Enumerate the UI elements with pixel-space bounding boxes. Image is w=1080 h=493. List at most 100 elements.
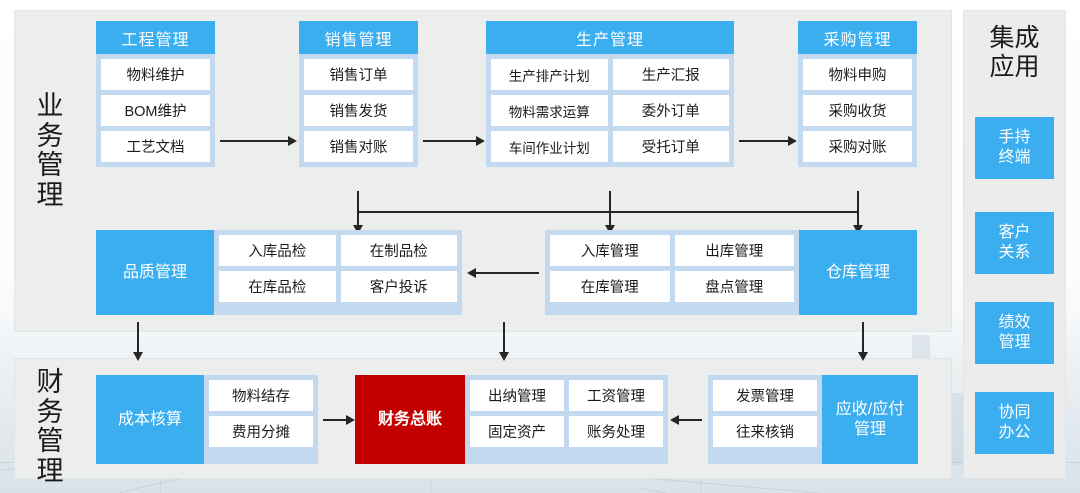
app-button-line: 协同 [998, 404, 1031, 421]
label-char: 业 [36, 91, 64, 121]
arrowhead-engineering-to-sales [288, 136, 297, 146]
arrowhead-production-to-purchasing [788, 136, 797, 146]
app-button-line: 办公 [998, 424, 1031, 441]
module-general-ledger[interactable]: 财务总账 出纳管理 固定资产 工资管理 账务处理 [355, 375, 668, 464]
connector-sales-to-production [423, 140, 477, 142]
app-button-handheld-terminal[interactable]: 手持 终端 [975, 117, 1054, 179]
arrowhead-cost-to-ledger [346, 415, 355, 425]
bus-out-quality [357, 211, 359, 227]
module-title: 应收/应付 管理 [822, 375, 918, 464]
module-item[interactable]: 在制品检 [340, 235, 457, 266]
module-item[interactable]: 受托订单 [612, 131, 729, 162]
label-char: 理 [36, 456, 64, 487]
module-item[interactable]: 采购收货 [803, 95, 912, 126]
section-label-business: 业 务 管 理 [28, 91, 72, 211]
module-item[interactable]: 往来核销 [713, 416, 817, 447]
app-button-line: 管理 [998, 334, 1031, 351]
module-item[interactable]: 盘点管理 [674, 271, 794, 302]
module-item[interactable]: 销售对账 [304, 131, 413, 162]
module-title: 品质管理 [96, 230, 214, 315]
module-cost-accounting[interactable]: 成本核算 物料结存 费用分摊 [96, 375, 318, 464]
connector-production-to-purchasing [739, 140, 789, 142]
module-item[interactable]: 工资管理 [569, 380, 663, 411]
apps-title-line: 应用 [989, 52, 1040, 81]
module-item[interactable]: 账务处理 [569, 416, 663, 447]
module-item[interactable]: 销售发货 [304, 95, 413, 126]
bus-horizontal [357, 211, 858, 213]
module-item[interactable]: 在库管理 [550, 271, 670, 302]
app-button-line: 手持 [998, 129, 1031, 146]
module-title: 销售管理 [299, 21, 418, 54]
module-warehouse-management[interactable]: 入库管理 在库管理 出库管理 盘点管理 仓库管理 [545, 230, 917, 315]
module-title: 工程管理 [96, 21, 215, 54]
app-button-line: 关系 [998, 244, 1031, 261]
module-item[interactable]: 车间作业计划 [491, 131, 608, 162]
module-title: 采购管理 [798, 21, 917, 54]
module-item[interactable]: 出库管理 [674, 235, 794, 266]
module-item[interactable]: 委外订单 [612, 95, 729, 126]
label-char: 财 [36, 367, 64, 397]
module-item[interactable]: 物料申购 [803, 59, 912, 90]
bus-drop-production [609, 191, 611, 212]
app-button-performance-management[interactable]: 绩效 管理 [975, 302, 1054, 364]
arrowhead-quality-to-cost [133, 352, 143, 361]
module-item[interactable]: 费用分摊 [209, 416, 313, 447]
arrowhead-sales-to-production [476, 136, 485, 146]
module-item[interactable]: 入库管理 [550, 235, 670, 266]
label-char: 理 [36, 180, 64, 211]
module-engineering-management[interactable]: 工程管理 物料维护 BOM维护 工艺文档 [96, 21, 215, 167]
connector-warehouse-to-ledger [503, 322, 505, 354]
app-button-collaborative-office[interactable]: 协同 办公 [975, 392, 1054, 454]
connector-engineering-to-sales [220, 140, 289, 142]
connector-warehouse-to-receivable [862, 322, 864, 354]
module-title: 成本核算 [96, 375, 204, 464]
module-item[interactable]: 工艺文档 [101, 131, 210, 162]
bus-out-warehouse-left [609, 211, 611, 227]
connector-quality-to-cost [137, 322, 139, 354]
module-title-line: 应收/应付 [835, 401, 905, 419]
module-item[interactable]: 物料需求运算 [491, 95, 608, 126]
module-item[interactable]: 发票管理 [713, 380, 817, 411]
module-title-line: 管理 [853, 420, 886, 438]
module-sales-management[interactable]: 销售管理 销售订单 销售发货 销售对账 [299, 21, 418, 167]
module-item[interactable]: BOM维护 [101, 95, 210, 126]
module-receivable-payable[interactable]: 发票管理 往来核销 应收/应付 管理 [708, 375, 918, 464]
label-char: 管 [36, 426, 64, 457]
arrowhead-warehouse-to-receivable [858, 352, 868, 361]
app-button-line: 客户 [998, 224, 1031, 241]
integrated-apps-title: 集成 应用 [963, 24, 1066, 82]
label-char: 务 [36, 396, 64, 427]
apps-title-line: 集成 [989, 24, 1040, 52]
connector-warehouse-to-quality [476, 272, 539, 274]
label-char: 管 [36, 150, 64, 181]
module-purchasing-management[interactable]: 采购管理 物料申购 采购收货 采购对账 [798, 21, 917, 167]
module-production-management[interactable]: 生产管理 生产排产计划 物料需求运算 车间作业计划 生产汇报 委外订单 受托订单 [486, 21, 734, 167]
app-button-line: 终端 [998, 149, 1031, 166]
label-char: 务 [36, 120, 64, 151]
arrowhead-receivable-to-ledger [670, 415, 679, 425]
bus-drop-sales [357, 191, 359, 212]
module-quality-management[interactable]: 品质管理 入库品检 在库品检 在制品检 客户投诉 [96, 230, 462, 315]
arrowhead-bus-to-quality [353, 225, 363, 234]
module-title: 财务总账 [355, 375, 465, 464]
connector-receivable-to-ledger [678, 419, 702, 421]
module-item[interactable]: 生产汇报 [612, 59, 729, 90]
module-title: 仓库管理 [799, 230, 917, 315]
module-item[interactable]: 物料维护 [101, 59, 210, 90]
module-item[interactable]: 客户投诉 [340, 271, 457, 302]
module-item[interactable]: 固定资产 [470, 416, 564, 447]
arrowhead-warehouse-to-ledger [499, 352, 509, 361]
module-item[interactable]: 物料结存 [209, 380, 313, 411]
bus-out-warehouse-right [857, 211, 859, 227]
arrowhead-bus-to-warehouse [605, 225, 615, 234]
app-button-customer-relationship[interactable]: 客户 关系 [975, 212, 1054, 274]
bus-drop-purchasing [857, 191, 859, 212]
module-item[interactable]: 在库品检 [219, 271, 336, 302]
module-item[interactable]: 入库品检 [219, 235, 336, 266]
module-item[interactable]: 出纳管理 [470, 380, 564, 411]
module-item[interactable]: 采购对账 [803, 131, 912, 162]
module-item[interactable]: 销售订单 [304, 59, 413, 90]
arrowhead-warehouse-to-quality [467, 268, 476, 278]
module-item[interactable]: 生产排产计划 [491, 59, 608, 90]
